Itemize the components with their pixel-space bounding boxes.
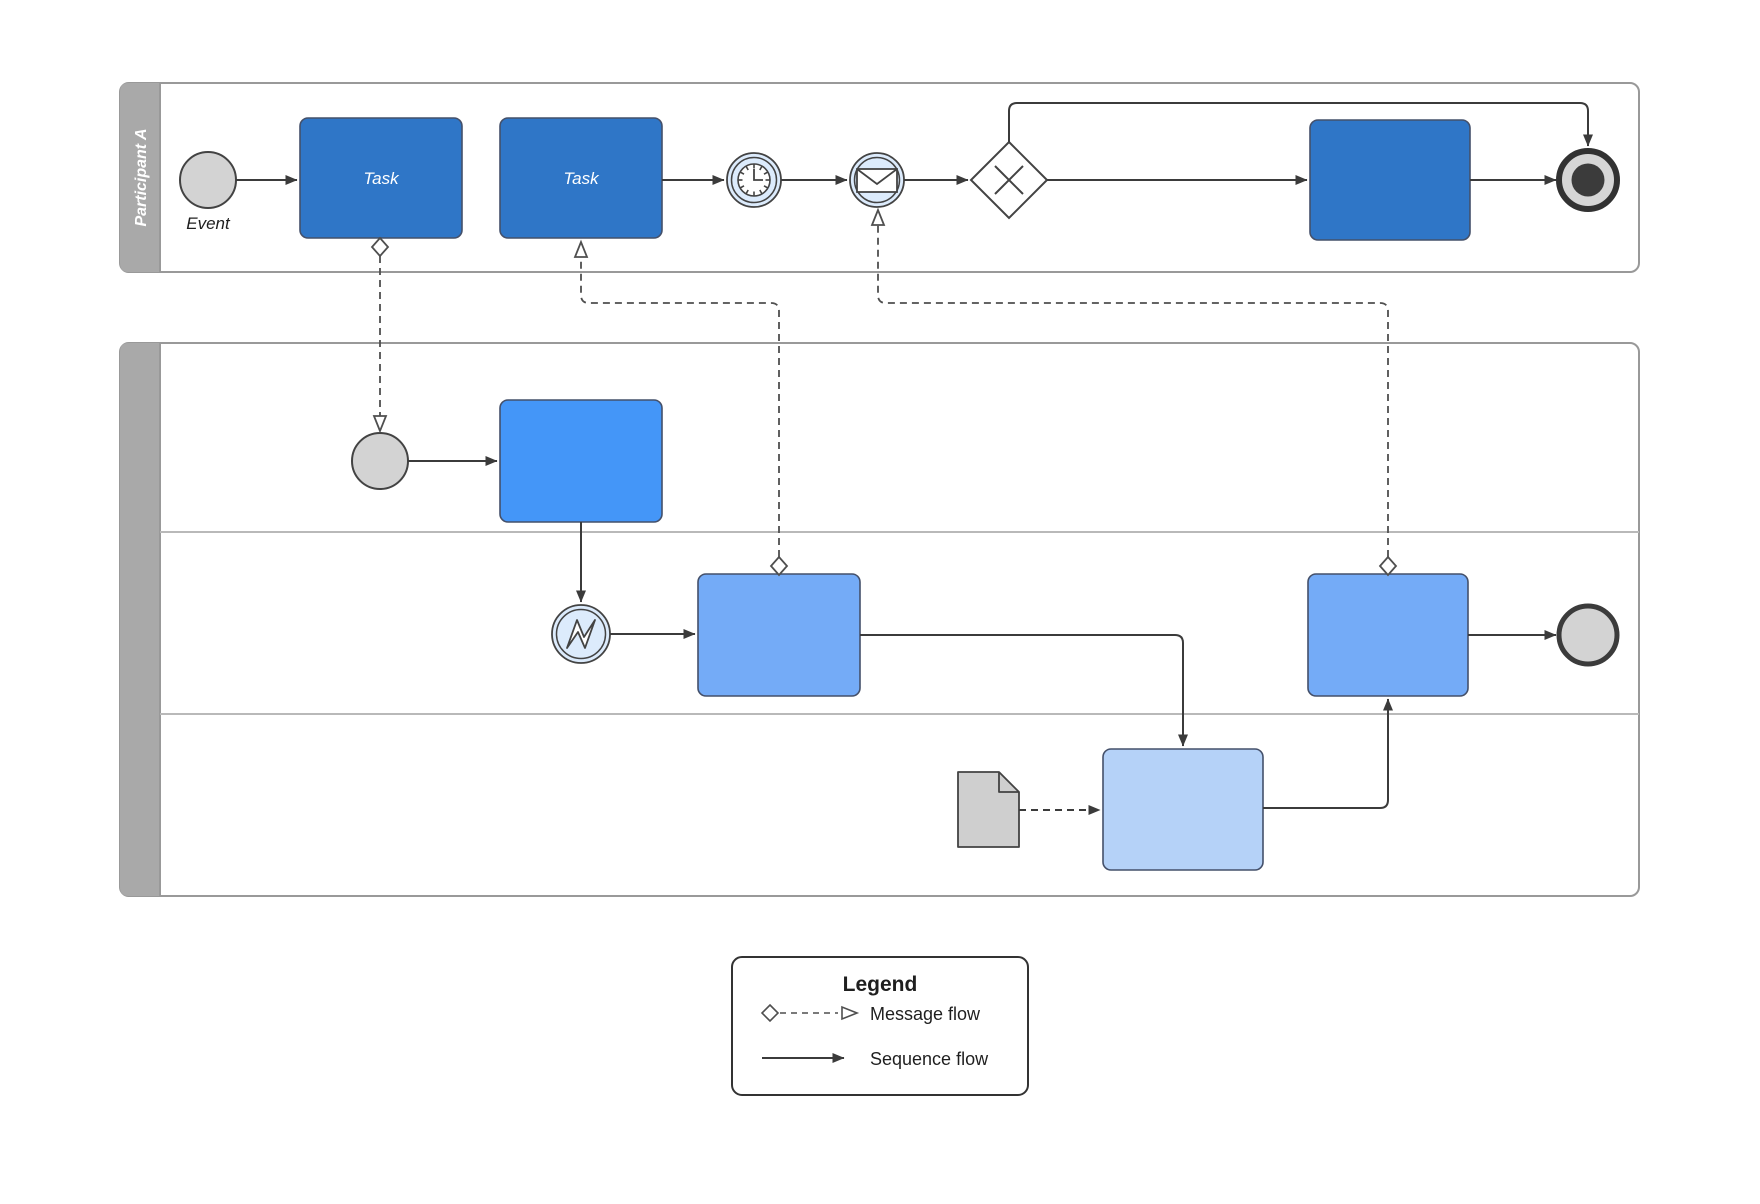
task-lane2-b[interactable] xyxy=(1307,573,1469,697)
message-flows xyxy=(370,207,1398,577)
exclusive-gateway[interactable] xyxy=(969,140,1049,220)
task-1[interactable]: Task xyxy=(299,117,463,239)
pool-a-title-band[interactable] xyxy=(120,83,160,272)
legend-message-flow-label: Message flow xyxy=(870,1004,981,1024)
timer-event[interactable] xyxy=(726,152,782,208)
sequence-flows-bottom xyxy=(408,456,1557,815)
message-flow-2[interactable] xyxy=(573,239,789,577)
pool-a-title: Participant A xyxy=(133,128,150,226)
message-flow-1[interactable] xyxy=(370,236,390,434)
seq-task-lane3-to-task-lane2b[interactable] xyxy=(1263,698,1393,809)
start-event-top[interactable]: Event xyxy=(179,151,237,233)
seq-task-lane2a-to-task-lane3[interactable] xyxy=(860,634,1188,747)
task-1-label: Task xyxy=(363,169,400,188)
task-lane3[interactable] xyxy=(1102,748,1264,871)
envelope-icon xyxy=(856,168,898,193)
message-event[interactable] xyxy=(849,152,905,208)
end-event-top[interactable] xyxy=(1556,148,1620,212)
task-2-label: Task xyxy=(563,169,600,188)
legend-title: Legend xyxy=(843,973,918,996)
sequence-flows-top xyxy=(236,102,1593,185)
legend-box[interactable]: Legend Message flow Sequence flow xyxy=(731,956,1029,1096)
pool-lower-title-band[interactable] xyxy=(120,343,160,896)
task-lane2-a[interactable] xyxy=(697,573,861,697)
task-2[interactable]: Task xyxy=(499,117,663,239)
document-icon[interactable] xyxy=(957,771,1020,848)
clock-icon xyxy=(737,163,771,197)
start-event-label: Event xyxy=(186,214,231,233)
seq-gateway-loop-to-end[interactable] xyxy=(1008,102,1593,147)
task-lane1[interactable] xyxy=(499,399,663,523)
task-3[interactable] xyxy=(1309,119,1471,241)
gateway-x-icon xyxy=(994,165,1024,195)
start-event-lane1[interactable] xyxy=(351,432,409,490)
message-flow-3[interactable] xyxy=(870,207,1398,577)
end-event-lane2[interactable] xyxy=(1556,603,1620,667)
legend-sequence-flow-label: Sequence flow xyxy=(870,1049,989,1069)
legend-message-flow-sample xyxy=(760,1003,860,1023)
error-event-lane2[interactable] xyxy=(551,604,611,664)
lightning-icon xyxy=(566,619,596,649)
